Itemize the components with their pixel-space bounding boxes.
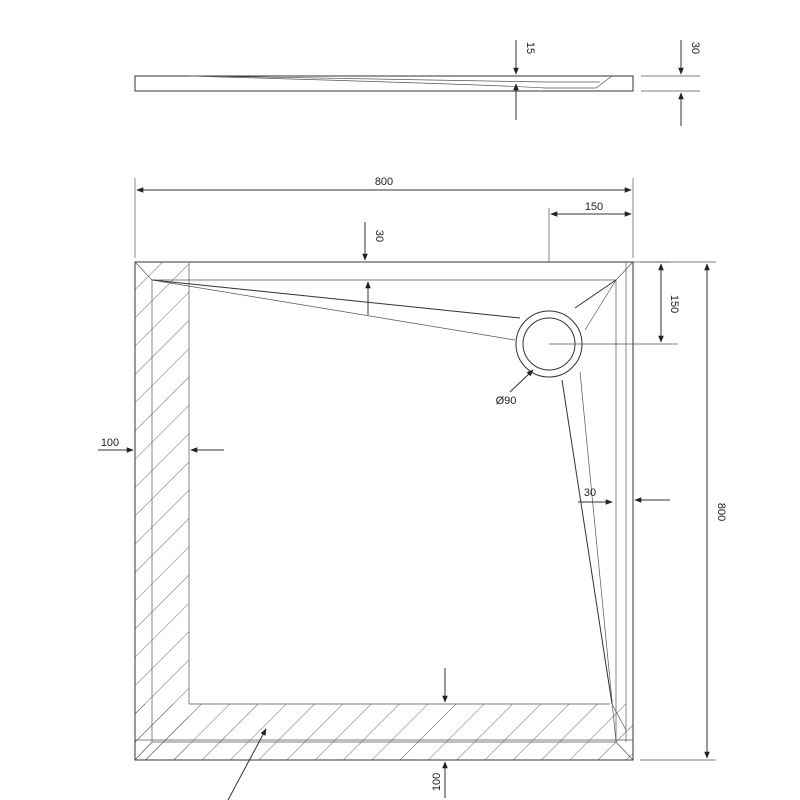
dimension-slope-top: 30 <box>362 222 385 315</box>
dimension-slope-right: 30 <box>578 487 670 505</box>
dimension-border-left: 100 <box>98 437 224 453</box>
dim-drain-diameter: Ø90 <box>496 395 517 407</box>
hatch-leader <box>227 728 267 800</box>
dim-slope-right: 30 <box>584 487 596 499</box>
dim-drain-offset-x: 150 <box>585 201 603 213</box>
dimension-width: 800 <box>134 176 634 258</box>
dim-border-left: 100 <box>101 437 119 449</box>
dim-profile-height: 30 <box>689 42 701 54</box>
tray-plan-view <box>134 261 634 761</box>
side-profile-view: 15 30 <box>134 40 701 126</box>
dimension-length: 800 <box>640 261 727 761</box>
dim-width: 800 <box>375 176 393 188</box>
dimension-border-bottom: 100 <box>431 668 448 798</box>
dimension-drain-offset-y: 150 <box>549 261 680 345</box>
dim-drain-offset-y: 150 <box>668 295 680 313</box>
dim-border-bottom: 100 <box>431 773 443 791</box>
dim-slope-top: 30 <box>373 230 385 242</box>
dimension-drain-offset-x: 150 <box>548 201 632 262</box>
dim-profile-step: 15 <box>524 42 536 54</box>
dim-length: 800 <box>715 503 727 521</box>
dimension-drain-diameter: Ø90 <box>496 369 534 407</box>
